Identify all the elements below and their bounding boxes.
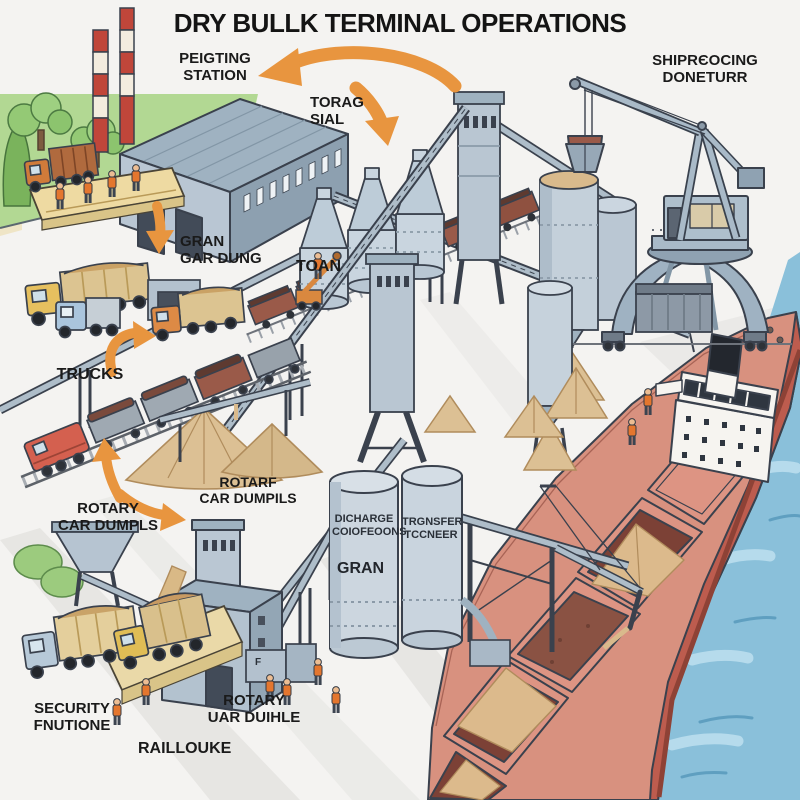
label-line: GAR DUNG <box>180 250 262 268</box>
smokestack <box>92 29 109 153</box>
truck-under-chute <box>113 592 212 670</box>
label-line: SECURITY <box>34 700 110 717</box>
label-line: TOAN <box>296 258 342 275</box>
label-storage-silos: TORAG SIAL <box>310 94 400 129</box>
label-line: F <box>255 657 262 668</box>
label-line: TORAG <box>310 94 364 111</box>
arrow-to-trucks <box>105 321 156 377</box>
label-line: TRUCKS <box>56 366 124 383</box>
label-line: COIOFEOONS <box>332 525 407 538</box>
conveyor-incline-steep <box>191 105 471 473</box>
smokestack <box>119 7 135 145</box>
cone-silo <box>395 149 445 280</box>
transfer-cylinder <box>522 280 578 471</box>
label-train: TOAN <box>296 258 341 276</box>
diagram-title: DRY BULLK TERMINAL OPERATIONS <box>173 8 627 38</box>
elevator-tower <box>453 91 505 305</box>
label-rotary-car-dumper-bottom: ROTARY UAR DUIHLE <box>198 692 310 727</box>
label-line: TCCNEER <box>404 528 458 541</box>
cargo-hold-pile-3 <box>429 751 507 800</box>
label-grain-car-dump: GRAN GAR DUNG <box>180 233 290 268</box>
label-line: PEIGTING <box>179 50 251 67</box>
label-line: TRGNSFER <box>402 516 463 528</box>
weighbridge-truck <box>23 142 100 193</box>
label-line: RAILLOUKE <box>138 740 232 757</box>
label-line: CAR DUMPILS <box>199 490 297 507</box>
elevator-tower <box>357 253 427 464</box>
worker-figure <box>331 686 341 714</box>
bush <box>13 544 84 598</box>
label-line: DICHARGE <box>334 513 394 525</box>
label-transfer-silo: TRGNSFER TCCNEER <box>402 516 463 541</box>
discharge-transfer-silos <box>329 465 511 667</box>
label-ship-loading-crane: SHIPRЄOCING DONETURR <box>630 52 780 87</box>
dump-hopper <box>51 521 139 607</box>
label-line: ROTARY <box>223 692 285 709</box>
flow-arrows <box>92 46 462 531</box>
label-trucks: TRUCKS <box>44 366 136 384</box>
arrow-up-from-rail-loader <box>92 438 125 503</box>
label-line: GRAN <box>180 233 225 250</box>
label-security-station: SECURITY FNUTIONE <box>20 700 124 735</box>
trucks-cluster <box>24 262 246 342</box>
label-rotary-car-dumper-left: ROTARY CAR DUMPLS <box>52 500 164 535</box>
truck-being-loaded <box>21 605 140 679</box>
arrow-down-to-grain-car-dump <box>146 201 174 254</box>
shiploader <box>446 484 644 652</box>
label-line: FNUTIONE <box>33 717 111 735</box>
label-line: GRAN <box>337 560 385 577</box>
stockyard-piles <box>124 378 324 490</box>
label-rotary-car-dumper-center: ROTARF CAR DUMPILS <box>178 474 318 506</box>
label-line: SIAL <box>310 111 345 129</box>
conveyor-gallery-silo-feed <box>495 122 625 210</box>
label-grain-silo: GRAN <box>337 560 384 578</box>
label-rail-loader: RAILLOUKE <box>138 740 231 758</box>
label-weighing-station: PEIGTING STATION <box>160 50 270 85</box>
tree <box>7 92 73 151</box>
arrow-silos-to-weighing-station <box>258 46 462 93</box>
equipment-container <box>635 283 713 333</box>
label-line: ROTARF <box>219 474 277 490</box>
label-line: STATION <box>183 67 247 85</box>
ship-unloading-crane <box>560 75 792 352</box>
stockpile <box>522 422 578 471</box>
quay-stockpiles <box>423 366 609 438</box>
weighbridge-platform <box>28 167 186 231</box>
arrow-down-to-storage-silos <box>349 81 399 146</box>
freight-train <box>20 337 312 489</box>
label-line: ROTARY <box>77 500 139 517</box>
label-line: DONETURR <box>662 69 748 87</box>
label-line: CAR DUMPLS <box>58 517 158 535</box>
stacker-conveyor <box>159 378 311 462</box>
equipment-boxes <box>245 643 317 683</box>
cargo-hold-pile-2 <box>443 659 569 775</box>
worker-figure <box>313 658 323 686</box>
label-box-mark: F <box>255 657 261 669</box>
label-line: UAR DUIHLE <box>207 709 301 727</box>
ship-funnel <box>707 333 743 377</box>
grab-bucket <box>565 88 605 173</box>
label-discharge-silo: DICHARGE COIOFEOONS <box>332 513 407 538</box>
label-line: SHIPRЄOCING <box>652 52 758 69</box>
